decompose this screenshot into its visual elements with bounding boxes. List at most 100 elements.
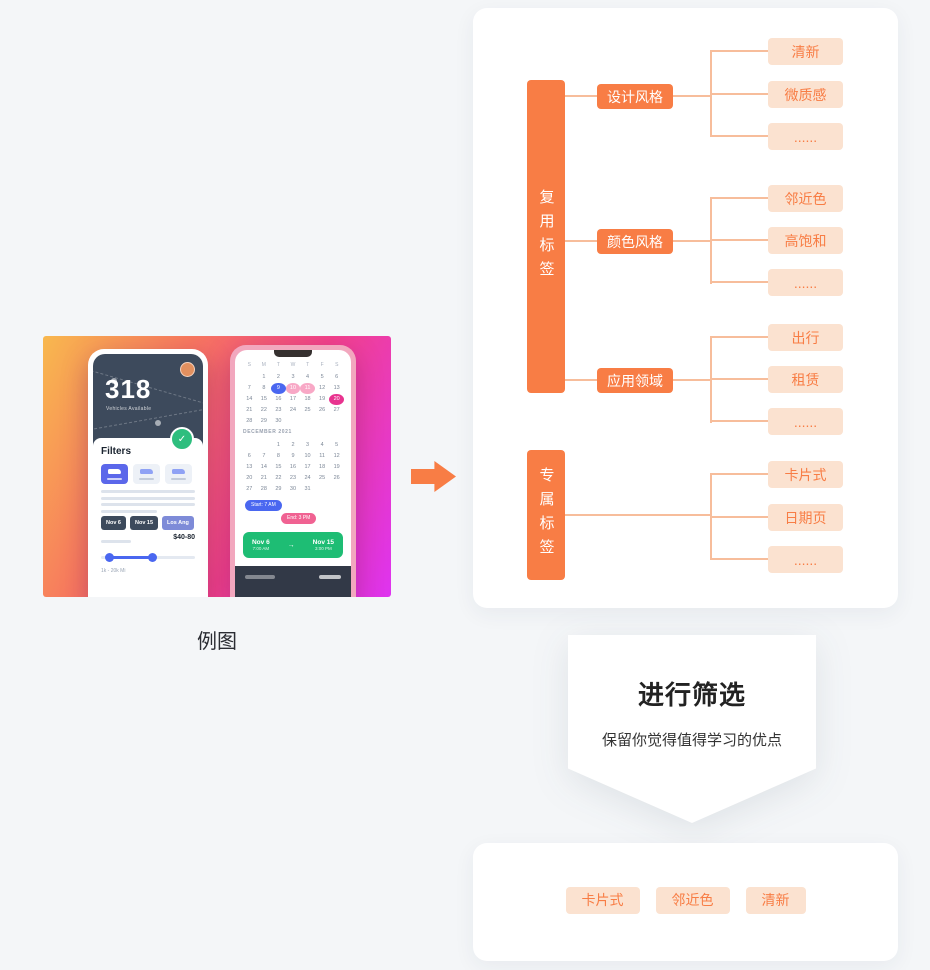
- price-range-slider: [101, 553, 195, 562]
- calendar-day: 24: [289, 407, 297, 413]
- cta-to-date: Nov 15: [312, 539, 334, 546]
- connector-line: [710, 135, 768, 137]
- cta-from-date: Nov 6: [251, 539, 270, 546]
- group-reusable-tags: 复用标签: [527, 80, 565, 393]
- calendar-day: [257, 440, 272, 451]
- vehicle-count: 318: [105, 374, 152, 404]
- filters-panel-title: Filters: [101, 446, 132, 457]
- calendar-day: 31: [304, 486, 311, 492]
- footer-placeholder-bar: [245, 575, 275, 579]
- calendar-day: 4: [320, 442, 324, 448]
- filter-step-shape: 进行筛选 保留你觉得值得学习的优点: [568, 635, 816, 823]
- text-placeholder-line: [101, 490, 195, 493]
- rental-type-chips: [101, 464, 192, 484]
- rental-type-chip-selected: [101, 464, 128, 484]
- calendar-day: 18: [304, 396, 311, 402]
- weekday-label: T: [306, 362, 310, 368]
- selected-tag: 卡片式: [565, 887, 640, 914]
- tag-leaf: 出行: [768, 324, 843, 351]
- calendar-day: 27: [246, 486, 253, 492]
- calendar-day: 16: [275, 396, 282, 402]
- connector-line: [710, 50, 768, 52]
- calendar-day: 10: [285, 383, 301, 394]
- filter-step-title: 进行筛选: [637, 680, 746, 710]
- tag-leaf-more: ......: [768, 269, 843, 296]
- tag-leaf: 卡片式: [768, 461, 843, 488]
- example-caption: 例图: [197, 631, 237, 653]
- calendar-day: 11: [319, 453, 325, 459]
- tag-leaf-more: ......: [768, 408, 843, 435]
- phone-mockup-left: 318 Vehicles Available ✓ Filters: [88, 349, 208, 597]
- flow-arrow-icon: [411, 461, 456, 492]
- calendar-day: 7: [247, 385, 251, 391]
- connector-line: [710, 239, 768, 241]
- calendar-day: 18: [319, 464, 326, 470]
- vehicle-count-subtitle: Vehicles Available: [106, 406, 152, 412]
- filter-step-subtitle: 保留你觉得值得学习的优点: [601, 732, 782, 749]
- weekday-label: T: [276, 362, 280, 368]
- connector-line: [710, 473, 768, 475]
- calendar-day: 30: [289, 486, 297, 492]
- cta-to: Nov 15 3:00 PM: [313, 539, 334, 551]
- calendar-day: 12: [333, 453, 340, 459]
- avatar: [180, 362, 195, 377]
- start-time-pill: Start: 7 AM: [245, 500, 282, 511]
- calendar-day: 17: [304, 464, 311, 470]
- filter-step-card: 进行筛选 保留你觉得值得学习的优点: [568, 635, 816, 823]
- connector-line: [710, 420, 768, 422]
- calendar-day: 25: [319, 475, 326, 481]
- calendar-day: 3: [291, 374, 295, 380]
- connector-line: [710, 516, 768, 518]
- calendar-day: [315, 416, 330, 427]
- calendar-day: 6: [335, 374, 339, 380]
- connector-line: [710, 558, 768, 560]
- calendar-day: 13: [333, 385, 340, 391]
- calendar-day: 2: [276, 374, 280, 380]
- result-card: 卡片式邻近色清新: [473, 843, 898, 961]
- selected-tags-row: 卡片式邻近色清新: [473, 887, 898, 914]
- calendar-day: 5: [335, 442, 339, 448]
- calendar-day: [329, 416, 344, 427]
- description-placeholder: [101, 490, 195, 516]
- weekday-label: S: [335, 362, 339, 368]
- tag-leaf-more: ......: [768, 546, 843, 573]
- check-icon: ✓: [170, 427, 194, 451]
- text-placeholder-line: [101, 503, 195, 506]
- calendar-day: 23: [289, 475, 297, 481]
- cta-from: Nov 6 7:00 AM: [252, 539, 270, 551]
- calendar-day: 21: [260, 475, 267, 481]
- weekday-label: M: [261, 362, 266, 368]
- calendar-day: 30: [275, 418, 282, 424]
- rental-type-chip: [133, 464, 160, 484]
- end-time-pill: End: 3 PM: [281, 513, 317, 524]
- calendar-day: 28: [260, 486, 267, 492]
- phone-notch: [274, 350, 312, 357]
- filters-panel: ✓ Filters Nov 6 Nov: [93, 427, 203, 597]
- cta-to-time: 3:00 PM: [314, 546, 332, 551]
- calendar-day: [300, 416, 315, 427]
- calendar-day: 20: [246, 475, 253, 481]
- connector-line: [565, 514, 710, 516]
- phone-left-screen: 318 Vehicles Available ✓ Filters: [93, 354, 203, 597]
- calendar-day: 9: [291, 453, 295, 459]
- calendar-day: 15: [260, 396, 267, 402]
- footer-placeholder-bar: [319, 575, 341, 579]
- date-from-pill: Nov 6: [101, 516, 126, 530]
- calendar-day: 1: [262, 374, 266, 380]
- tag-leaf-more: ......: [768, 123, 843, 150]
- mileage-range-note: 1k - 20k Mi: [101, 568, 126, 574]
- map-pin-icon: [155, 420, 161, 426]
- calendar-day: 19: [319, 396, 326, 402]
- calendar-day: 24: [304, 475, 311, 481]
- calendar-day: [315, 484, 330, 495]
- calendar-day: 2: [291, 442, 295, 448]
- tag-mindmap-card: 复用标签 专属标签 设计风格 颜色风格 应用领域 清新 微质感 ...... 邻…: [473, 8, 898, 608]
- calendar-day: 6: [247, 453, 251, 459]
- calendar-day: 3: [306, 442, 310, 448]
- category-color-style: 颜色风格: [597, 229, 673, 254]
